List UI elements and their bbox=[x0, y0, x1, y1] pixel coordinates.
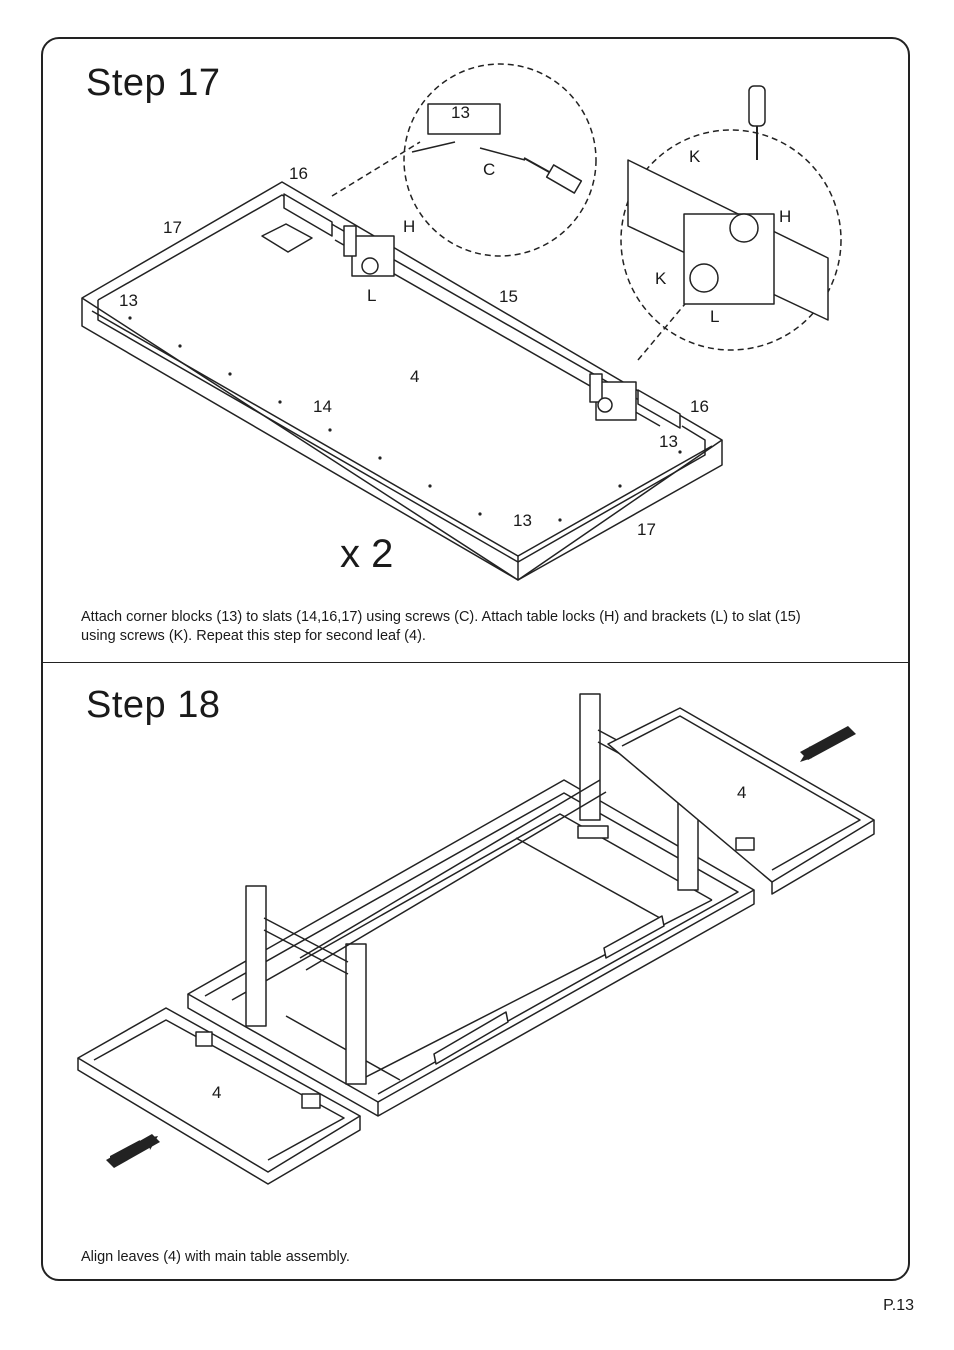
label-block-13-bottom: 13 bbox=[513, 511, 532, 530]
label-slat-14: 14 bbox=[313, 397, 332, 416]
label-block-13-right: 13 bbox=[659, 432, 678, 451]
label-leaf-4: 4 bbox=[410, 367, 419, 386]
label-block-13-zoom: 13 bbox=[451, 103, 470, 122]
label-screw-c: C bbox=[483, 160, 495, 179]
label-slat-17-bottom: 17 bbox=[637, 520, 656, 539]
step-divider bbox=[41, 662, 910, 663]
step17-caption: Attach corner blocks (13) to slats (14,1… bbox=[81, 608, 801, 646]
label-zoom-k-bottom: K bbox=[655, 269, 667, 288]
label-zoom-l: L bbox=[710, 307, 719, 326]
label-block-13-left: 13 bbox=[119, 291, 138, 310]
step17-caption-line2: using screws (K). Repeat this step for s… bbox=[81, 628, 426, 644]
label-slat-16-right: 16 bbox=[690, 397, 709, 416]
page-frame bbox=[41, 37, 910, 1281]
label-zoom-h: H bbox=[779, 207, 791, 226]
label-leaf-4-right: 4 bbox=[737, 783, 746, 802]
step17-caption-line1: Attach corner blocks (13) to slats (14,1… bbox=[81, 609, 801, 625]
label-slat-16-top: 16 bbox=[289, 164, 308, 183]
label-zoom-k-top: K bbox=[689, 147, 701, 166]
multiplier-x2: x 2 bbox=[340, 532, 393, 576]
label-bracket-l: L bbox=[367, 286, 376, 305]
page-number: P.13 bbox=[883, 1297, 914, 1314]
label-slat-15: 15 bbox=[499, 287, 518, 306]
label-leaf-4-left: 4 bbox=[212, 1083, 221, 1102]
label-slat-17-top: 17 bbox=[163, 218, 182, 237]
label-lock-h: H bbox=[403, 217, 415, 236]
step17-title: Step 17 bbox=[86, 62, 221, 104]
step18-title: Step 18 bbox=[86, 684, 221, 726]
step18-caption: Align leaves (4) with main table assembl… bbox=[81, 1249, 350, 1265]
